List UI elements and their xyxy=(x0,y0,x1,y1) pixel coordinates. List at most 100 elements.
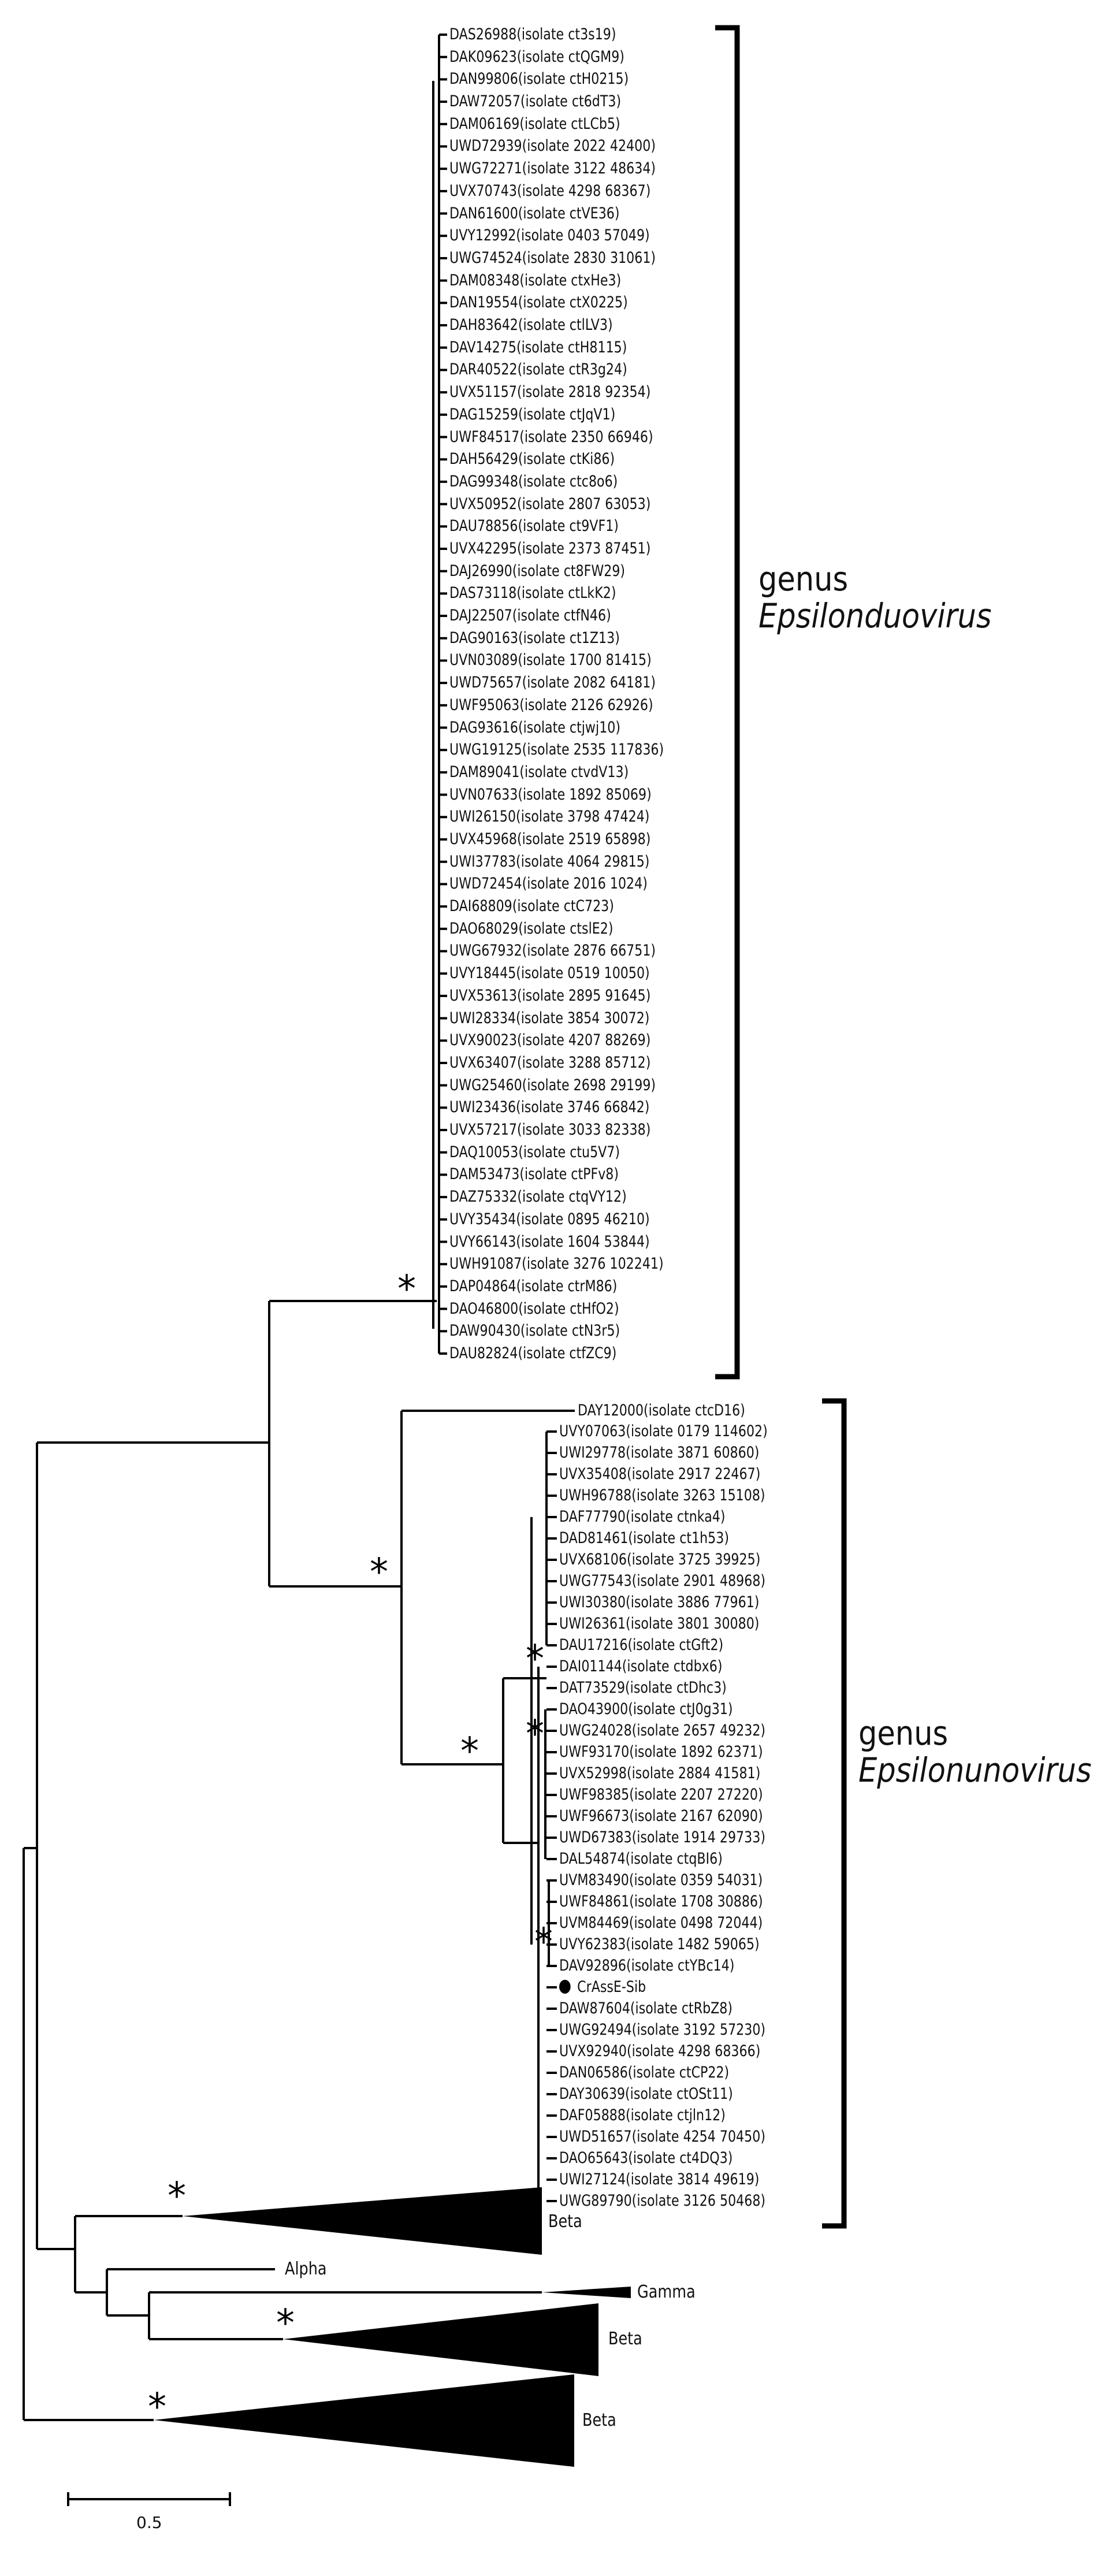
leaf-label: UWF84861(isolate 1708 30886) xyxy=(559,1893,763,1910)
leaf-label: DAW72057(isolate ct6dT3) xyxy=(449,92,622,111)
leaf-label: UVM83490(isolate 0359 54031) xyxy=(559,1871,763,1889)
genus-prefix: genus xyxy=(759,559,849,599)
leaf-label: DAO65643(isolate ct4DQ3) xyxy=(559,2149,733,2167)
leaf-label: UWG74524(isolate 2830 31061) xyxy=(449,248,656,267)
leaf-label: DAO68029(isolate ctslE2) xyxy=(449,919,614,938)
leaf-label: DAK09623(isolate ctQGM9) xyxy=(449,47,624,66)
scale-bar xyxy=(67,2492,231,2506)
leaf-label: DAV92896(isolate ctYBc14) xyxy=(559,1957,735,1975)
support-asterisk-node-d: * xyxy=(526,1713,544,1756)
leaf-label: DAO46800(isolate ctHfO2) xyxy=(449,1299,619,1318)
leaf-label: DAN06586(isolate ctCP22) xyxy=(559,2064,730,2081)
clade-label-beta-1: Beta xyxy=(548,2211,582,2232)
leaf-label: UVX68106(isolate 3725 39925) xyxy=(559,1551,761,1568)
leaf-label: DAT73529(isolate ctDhc3) xyxy=(559,1679,727,1697)
leaf-label: DAM53473(isolate ctPFv8) xyxy=(449,1165,619,1184)
leaf-label: UWG89790(isolate 3126 50468) xyxy=(559,2192,766,2210)
leaf-label: UWF96673(isolate 2167 62090) xyxy=(559,1807,763,1825)
leaf-label: DAU78856(isolate ct9VF1) xyxy=(449,517,619,536)
leaf-label: DAM08348(isolate ctxHe3) xyxy=(449,271,622,289)
leaf-label: DAN99806(isolate ctH0215) xyxy=(449,70,629,88)
beta-clade-3-triangle xyxy=(154,2374,574,2467)
epsilonduovirus-bracket xyxy=(715,25,740,1380)
leaf-label: DAM89041(isolate ctvdV13) xyxy=(449,763,629,781)
leaf-label: UVY18445(isolate 0519 10050) xyxy=(449,964,650,983)
clade-label-alpha: Alpha xyxy=(285,2259,327,2279)
leaf-label: DAV14275(isolate ctH8115) xyxy=(449,338,627,356)
leaf-label: UVX70743(isolate 4298 68367) xyxy=(449,181,651,200)
leaf-label: UWG67932(isolate 2876 66751) xyxy=(449,942,656,960)
leaf-label: DAZ75332(isolate ctqVY12) xyxy=(449,1188,627,1206)
leaf-label: UWD51657(isolate 4254 70450) xyxy=(559,2128,765,2146)
leaf-label: UWD67383(isolate 1914 29733) xyxy=(559,1828,765,1846)
leaf-text: CrAssE-Sib xyxy=(577,1978,646,1996)
leaf-label: UWI26150(isolate 3798 47424) xyxy=(449,808,650,826)
leaf-label: UVX63407(isolate 3288 85712) xyxy=(449,1053,651,1072)
leaf-label: UWF93170(isolate 1892 62371) xyxy=(559,1743,763,1761)
leaf-label: DAS73118(isolate ctLkK2) xyxy=(449,584,616,603)
leaf-label: DAW90430(isolate ctN3r5) xyxy=(449,1322,620,1340)
leaf-label: DAH56429(isolate ctKi86) xyxy=(449,450,615,469)
leaf-label: DAJ22507(isolate ctfN46) xyxy=(449,607,611,625)
leaf-label: DAQ10053(isolate ctu5V7) xyxy=(449,1143,620,1161)
leaf-label: UWD72454(isolate 2016 1024) xyxy=(449,875,648,893)
leaf-label: UWD75657(isolate 2082 64181) xyxy=(449,674,656,692)
leaf-label: UWG72271(isolate 3122 48634) xyxy=(449,159,656,178)
collapsed-clades xyxy=(154,2187,631,2467)
genus-label-epsilonduovirus: genus Epsilonduovirus xyxy=(759,560,991,634)
leaf-label: DAG93616(isolate ctjwj10) xyxy=(449,718,621,737)
clade-label-beta-3: Beta xyxy=(582,2410,616,2430)
support-asterisk-node-a: * xyxy=(370,1551,388,1594)
leaf-label: UWI26361(isolate 3801 30080) xyxy=(559,1615,760,1633)
leaf-label: UWF98385(isolate 2207 27220) xyxy=(559,1786,763,1804)
leaf-label: DAO43900(isolate ctJ0g31) xyxy=(559,1700,733,1718)
leaf-label: UWG77543(isolate 2901 48968) xyxy=(559,1572,766,1590)
leaf-label: UVN07633(isolate 1892 85069) xyxy=(449,785,652,804)
leaf-label: UVX51157(isolate 2818 92354) xyxy=(449,383,651,402)
leaf-label: DAI68809(isolate ctC723) xyxy=(449,897,614,916)
highlighted-leaf-label: CrAssE-Sib xyxy=(559,1979,646,1996)
leaf-label: DAF77790(isolate ctnka4) xyxy=(559,1508,726,1526)
genus-name: Epsilonduovirus xyxy=(759,596,992,635)
leaf-label: DAR40522(isolate ctR3g24) xyxy=(449,360,627,379)
leaf-label: UVX92940(isolate 4298 68366) xyxy=(559,2042,761,2060)
leaf-label: UVY66143(isolate 1604 53844) xyxy=(449,1232,650,1251)
leaf-label: DAD81461(isolate ct1h53) xyxy=(559,1529,729,1547)
leaf-label: DAU82824(isolate ctfZC9) xyxy=(449,1344,617,1362)
support-asterisk-epsilonduo: * xyxy=(397,1268,416,1311)
beta-clade-1-triangle xyxy=(183,2187,542,2255)
leaf-label: UVX35408(isolate 2917 22467) xyxy=(559,1465,761,1483)
leaf-label: UWI37783(isolate 4064 29815) xyxy=(449,852,650,871)
leaf-label: UVN03089(isolate 1700 81415) xyxy=(449,651,652,670)
leaf-label: DAP04864(isolate ctrM86) xyxy=(449,1277,618,1295)
leaf-label: UVY12992(isolate 0403 57049) xyxy=(449,226,650,245)
genus-name: Epsilonunovirus xyxy=(858,1750,1092,1790)
beta-clade-2-triangle xyxy=(283,2303,598,2376)
epsilonunovirus-bracket xyxy=(822,1398,847,2229)
support-asterisk-node-c: * xyxy=(526,1638,544,1681)
leaf-label: UWF95063(isolate 2126 62926) xyxy=(449,696,653,714)
leaf-label: UWI27124(isolate 3814 49619) xyxy=(559,2170,760,2188)
leaf-label: DAH83642(isolate ctlLV3) xyxy=(449,316,613,334)
leaf-label: UVX42295(isolate 2373 87451) xyxy=(449,539,651,557)
leaf-label: UVX90023(isolate 4207 88269) xyxy=(449,1031,651,1050)
leaf-label: UVY35434(isolate 0895 46210) xyxy=(449,1210,650,1228)
leaf-label: UWI30380(isolate 3886 77961) xyxy=(559,1593,760,1611)
leaf-label: UVY62383(isolate 1482 59065) xyxy=(559,1935,760,1953)
genus-label-epsilonunovirus: genus Epsilonunovirus xyxy=(858,1715,1091,1789)
leaf-label: DAY30639(isolate ctOSt11) xyxy=(559,2085,733,2103)
leaf-label: UWG19125(isolate 2535 117836) xyxy=(449,741,664,759)
leaf-label: DAN19554(isolate ctX0225) xyxy=(449,293,628,312)
scale-bar-label: 0.5 xyxy=(136,2513,162,2532)
leaf-label: UVX45968(isolate 2519 65898) xyxy=(449,830,651,849)
leaf-label: UWH96788(isolate 3263 15108) xyxy=(559,1486,765,1504)
leaf-label: DAJ26990(isolate ct8FW29) xyxy=(449,562,626,580)
leaf-label: DAF05888(isolate ctjln12) xyxy=(559,2106,726,2124)
leaf-label: UWI23436(isolate 3746 66842) xyxy=(449,1098,650,1117)
genus-brackets xyxy=(715,25,847,2229)
leaf-label: UWI29778(isolate 3871 60860) xyxy=(559,1444,760,1462)
leaf-label: DAG99348(isolate ctc8o6) xyxy=(449,472,618,490)
leaf-label: UVX57217(isolate 3033 82338) xyxy=(449,1121,651,1139)
clade-label-beta-2: Beta xyxy=(608,2329,642,2349)
